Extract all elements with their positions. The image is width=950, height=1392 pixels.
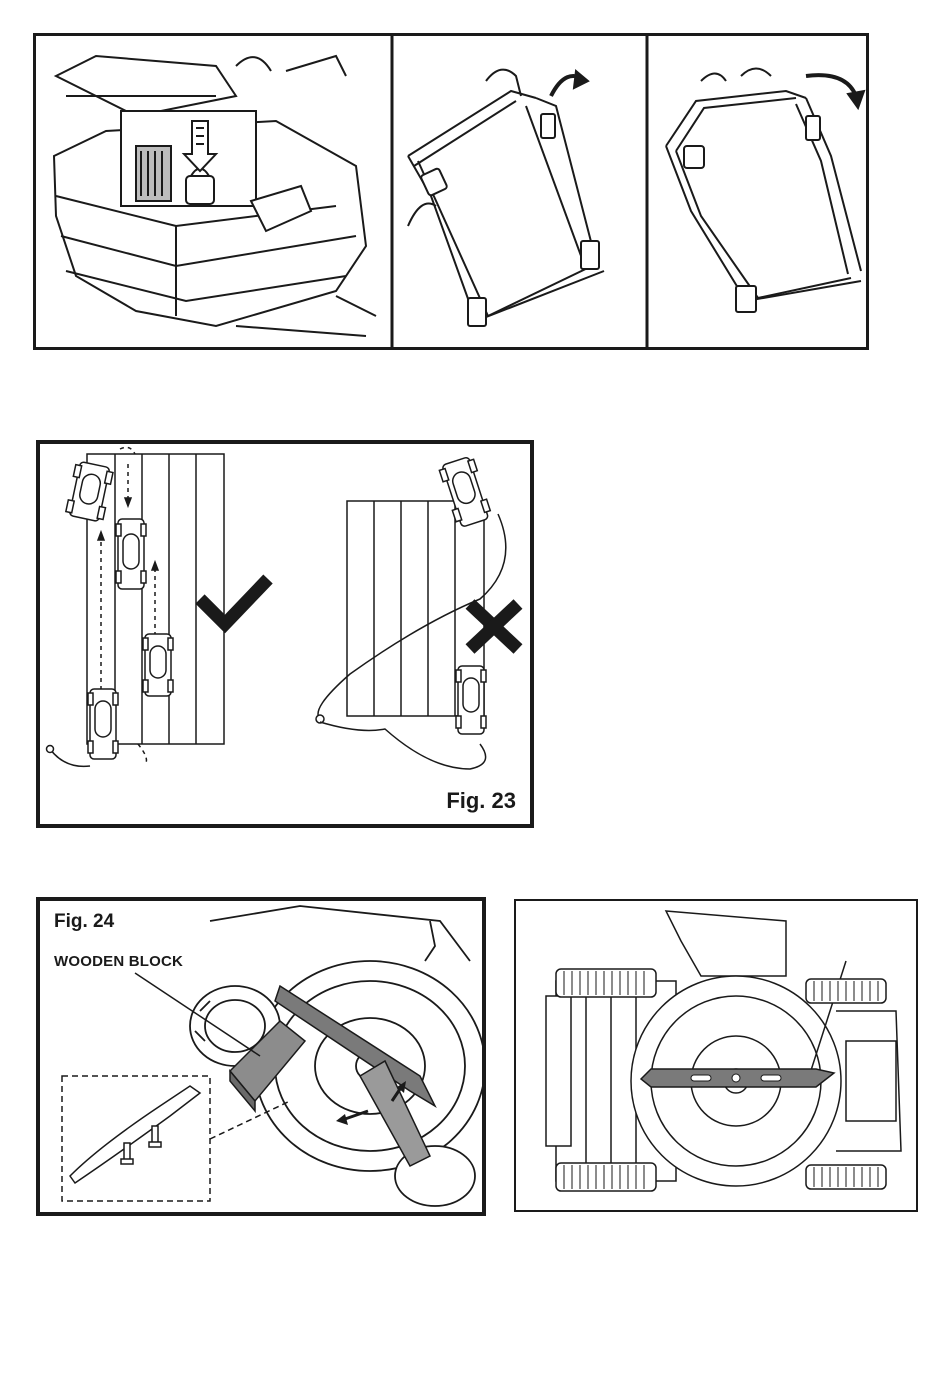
mower-topview-2 <box>116 519 146 589</box>
fig-24-label: Fig. 24 <box>54 911 114 933</box>
mower-topview-3 <box>143 634 173 696</box>
top-strip-svg <box>36 36 869 350</box>
blade-installed-svg <box>516 901 916 1210</box>
mower-bottom-view <box>546 911 901 1186</box>
blade-installed-panel <box>514 899 918 1212</box>
fig-24-panel: Fig. 24 WOODEN BLOCK <box>36 897 486 1216</box>
fig-23-panel: Fig. 23 <box>36 440 534 828</box>
handle-fold-over-illustration <box>666 69 864 313</box>
battery-insertion-illustration <box>54 56 376 336</box>
mower-topview-6 <box>456 666 486 734</box>
mower-underside-illustration <box>190 906 482 1206</box>
handle-unfold-illustration <box>408 70 604 326</box>
top-illustration-strip <box>33 33 869 350</box>
fig-23-label: Fig. 23 <box>446 788 516 814</box>
fig-23-svg <box>40 444 530 824</box>
mower-topview-4 <box>88 689 118 759</box>
wooden-block-label: WOODEN BLOCK <box>54 953 183 970</box>
fig-24-svg <box>40 901 482 1212</box>
